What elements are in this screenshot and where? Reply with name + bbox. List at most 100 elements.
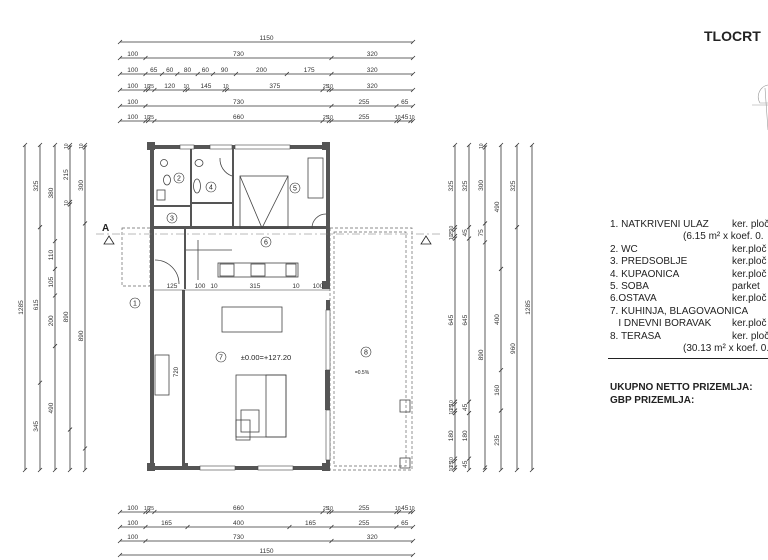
dimension-label: 1285 [18,300,25,315]
dimension-label: 10 [144,506,150,512]
dimension-label: 10 [395,506,401,512]
windows [179,144,331,471]
dimension-label: 65 [150,67,158,74]
dimension-label: 160 [494,385,501,396]
dimension-label: 10 [144,84,150,90]
inner-dimension-label: 10 [210,283,218,290]
dimension-label: 75 [478,229,485,237]
legend-room-name: 8. TERASA [610,330,661,342]
legend-material: ker. ploč [732,219,768,230]
slope-label: =0.5% [355,370,370,376]
svg-text:3: 3 [170,216,174,223]
dimension-label: 10 [395,115,401,121]
dimension-label: 325 [448,180,455,191]
dimension-label: 110 [48,249,55,260]
inner-dimension-label: 10 [292,283,300,290]
fixtures [154,157,327,441]
height-mark: 720 [174,366,180,377]
dimension-label: 1150 [260,35,274,42]
dimension-label: 960 [510,343,517,354]
dimension-label: 65 [401,99,409,106]
legend-room-name: I DNEVNI BORAVAK [610,318,712,330]
net-area-label: UKUPNO NETTO PRIZEMLJA: [610,382,753,393]
dimension-label: 200 [256,67,267,74]
legend-note: (30.13 m² x koef. 0.5 [683,342,768,354]
dimension-label: 325 [33,180,40,191]
dimension-label: 25 [148,115,154,121]
legend-row: (6.15 m² x koef. 0. [610,231,764,243]
dimension-label: 890 [78,330,85,341]
dimension-label: 255 [359,114,370,121]
legend-room-name: 6.OSTAVA [610,293,657,305]
dimension-label: 10 [449,234,455,240]
dimension-label: 490 [494,201,501,212]
dimension-label: 400 [233,520,244,527]
dimension-label: 10 [327,84,333,90]
dimension-label: 10 [409,506,415,512]
dimension-label: 730 [233,534,244,541]
dimension-label: 325 [510,180,517,191]
dimension-label: 100 [127,99,138,106]
legend-divider [608,358,768,359]
dimension-label: 10 [449,225,455,231]
legend-note: (6.15 m² x koef. 0. [683,231,764,243]
dimension-label: 10 [64,200,70,206]
dimension-label: 730 [233,51,244,58]
terrace-outline [329,227,413,471]
section-marker-left: A [102,223,109,234]
dimension-label: 10 [223,84,229,90]
dimension-label: 1150 [260,548,274,555]
inner-dimension-label: 100 [195,283,206,290]
inner-dimension-label: 315 [250,283,261,290]
terrace-inner [333,231,407,467]
dimension-label: 25 [148,506,154,512]
dimension-label: 10 [449,409,455,415]
dimensions.top: 1150 [117,35,416,45]
dimension-label: 890 [478,349,485,360]
area-totals: UKUPNO NETTO PRIZEMLJA: GBP PRIZEMLJA: [610,382,753,407]
dimension-label: 100 [127,51,138,58]
svg-text:5: 5 [293,186,297,193]
dimension-label: 45 [401,114,409,121]
dimension-label: 45 [462,229,469,237]
svg-text:7: 7 [219,355,223,362]
dimension-label: 255 [359,520,370,527]
legend-material: ker.ploč [732,243,767,255]
dimension-label: 25 [148,84,154,90]
dimension-label: 100 [127,67,138,74]
dimension-label: 175 [304,67,315,74]
dimension-label: 25 [449,461,455,467]
dimension-label: 60 [166,67,174,74]
dimension-label: 645 [462,314,469,325]
room-number-2: 2 [173,172,185,184]
legend-material: ker.ploč [732,256,767,268]
legend-material: ker. ploč [732,330,768,342]
dimension-label: 120 [164,83,175,90]
dimension-label: 165 [161,520,172,527]
dimension-label: 10 [183,84,189,90]
dimension-label: 660 [233,505,244,512]
legend-row: 7. KUHINJA, BLAGOVAONICA [610,306,748,318]
section-arrow-left-icon [103,235,115,245]
dimension-label: 645 [448,314,455,325]
svg-text:4: 4 [209,185,213,192]
room-number-8: 8 [360,346,372,358]
dimension-label: 90 [221,67,229,74]
dimension-label: 100 [127,83,138,90]
dimension-label: 100 [127,520,138,527]
dimension-label: 375 [269,83,280,90]
dimension-label: 165 [305,520,316,527]
